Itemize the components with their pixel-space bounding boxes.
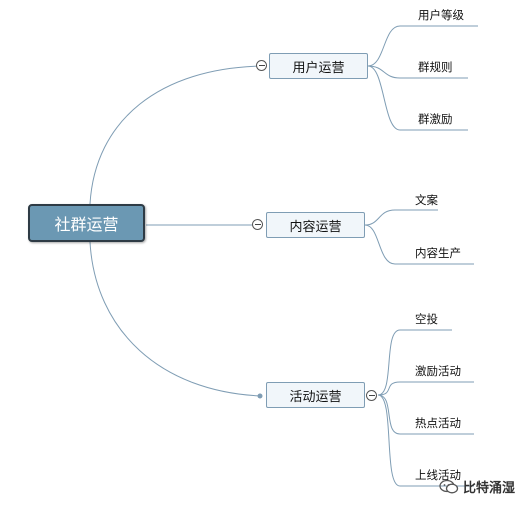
leaf-group-rules[interactable]: 群规则: [418, 60, 453, 74]
watermark-text: 比特涌湿: [462, 481, 515, 496]
leaf-group-incentive[interactable]: 群激励: [418, 112, 453, 126]
leaf-incentive-activity[interactable]: 激励活动: [415, 364, 461, 378]
connector-user-1: [367, 25, 478, 67]
collapse-content-button[interactable]: [252, 219, 263, 230]
connector-root-activity: [89, 241, 263, 397]
branch-node-user[interactable]: 用户运营: [269, 53, 368, 79]
leaf-airdrop[interactable]: 空投: [415, 312, 438, 326]
leaf-copywriting[interactable]: 文案: [415, 193, 438, 207]
connector-root-user: [89, 65, 263, 205]
collapse-user-button[interactable]: [256, 60, 267, 71]
connector-user-3: [367, 65, 468, 131]
branch-node-activity[interactable]: 活动运营: [266, 382, 365, 408]
connector-activity-2: [377, 381, 474, 396]
leaf-content-production[interactable]: 内容生产: [415, 246, 461, 260]
connector-content-2: [364, 224, 474, 265]
leaf-launch-activity[interactable]: 上线活动: [415, 468, 461, 482]
connector-content-1: [364, 209, 438, 226]
leaf-user-level[interactable]: 用户等级: [418, 8, 464, 22]
connector-user-2: [367, 65, 468, 79]
connector-dot: [257, 393, 263, 399]
branch-node-content[interactable]: 内容运营: [266, 212, 365, 238]
wechat-icon: [439, 479, 459, 495]
leaf-hotspot-activity[interactable]: 热点活动: [415, 416, 461, 430]
connector-activity-1: [377, 329, 452, 396]
collapse-activity-button[interactable]: [366, 390, 377, 401]
connector-activity-3: [377, 394, 474, 435]
connector-activity-4: [377, 394, 474, 487]
watermark: 比特涌湿: [439, 477, 515, 496]
root-node[interactable]: 社群运营: [28, 204, 145, 242]
